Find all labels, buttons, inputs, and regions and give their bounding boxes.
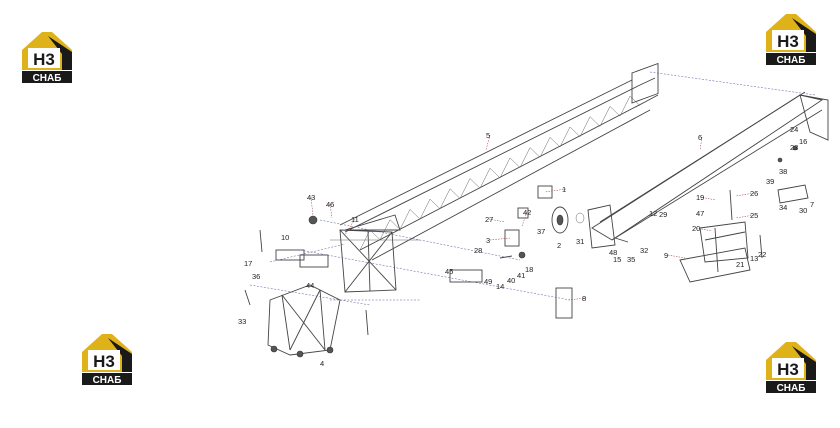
callout-43: 43 <box>307 193 315 202</box>
callout-31: 31 <box>576 237 584 246</box>
callout-36: 36 <box>252 272 260 281</box>
leader-line-43 <box>310 196 314 217</box>
callout-2: 2 <box>557 241 561 250</box>
callout-18: 18 <box>525 265 533 274</box>
leader-line-27 <box>488 218 506 223</box>
logo-top-text: H3 <box>777 360 799 379</box>
leader-line-6 <box>699 136 703 151</box>
callout-10: 10 <box>281 233 289 242</box>
callout-20: 20 <box>692 224 700 233</box>
callout-32: 32 <box>640 246 648 255</box>
logo-top-text: H3 <box>777 32 799 51</box>
callout-23: 23 <box>790 143 798 152</box>
small-parts <box>244 145 809 336</box>
leader-line-8 <box>567 297 587 301</box>
callout-28: 28 <box>474 246 482 255</box>
leader-line-9 <box>667 254 686 259</box>
logo-bottom-text: СНАБ <box>93 375 122 386</box>
callout-4: 4 <box>320 359 324 368</box>
callout-16: 16 <box>799 137 807 146</box>
callout-44: 44 <box>306 281 314 290</box>
callout-19: 19 <box>696 193 704 202</box>
callout-7: 7 <box>810 200 814 209</box>
leader-line-11 <box>344 218 356 236</box>
callout-27: 27 <box>485 215 493 224</box>
jib-foot-bracket <box>679 221 751 283</box>
callout-leaders <box>310 134 755 301</box>
callout-1: 1 <box>562 185 566 194</box>
callout-33: 33 <box>238 317 246 326</box>
assembly-lines <box>249 71 816 306</box>
callout-25: 25 <box>750 211 758 220</box>
callout-3: 3 <box>486 236 490 245</box>
callout-11: 11 <box>351 215 359 224</box>
callout-22: 22 <box>758 250 766 259</box>
logo-top-text: H3 <box>33 50 55 69</box>
callout-34: 34 <box>779 203 787 212</box>
logo-top-text: H3 <box>93 352 115 371</box>
logo-bottom-text: СНАБ <box>777 55 806 66</box>
logo-bottom-text: СНАБ <box>33 73 62 84</box>
logo-bottom-text: СНАБ <box>777 383 806 394</box>
leader-line-46 <box>329 203 333 219</box>
callout-30: 30 <box>799 206 807 215</box>
callout-6: 6 <box>698 133 702 142</box>
leader-line-1 <box>544 188 567 193</box>
sheave-wheel <box>551 206 585 234</box>
callout-24: 24 <box>790 125 798 134</box>
callout-29: 29 <box>659 210 667 219</box>
callout-8: 8 <box>582 294 586 303</box>
callout-40: 40 <box>507 276 515 285</box>
callout-14: 14 <box>496 282 504 291</box>
callout-26: 26 <box>750 189 758 198</box>
callout-41: 41 <box>517 271 525 280</box>
callout-21: 21 <box>736 260 744 269</box>
callout-13: 13 <box>750 254 758 263</box>
tower-section <box>267 284 341 358</box>
callout-37: 37 <box>537 227 545 236</box>
leader-line-20 <box>695 227 713 232</box>
lattice-boom-section <box>339 62 659 261</box>
callout-5: 5 <box>486 131 490 140</box>
callout-35: 35 <box>627 255 635 264</box>
callout-17: 17 <box>244 259 252 268</box>
callout-38: 38 <box>779 167 787 176</box>
callout-9: 9 <box>664 251 668 260</box>
callout-45: 45 <box>445 267 453 276</box>
leader-line-19 <box>699 196 717 201</box>
callout-49: 49 <box>484 277 492 286</box>
callout-46: 46 <box>326 200 334 209</box>
callout-42: 42 <box>523 208 531 217</box>
leader-line-26 <box>735 192 755 197</box>
callout-39: 39 <box>766 177 774 186</box>
callout-15: 15 <box>613 255 621 264</box>
callout-48: 48 <box>609 248 617 257</box>
leader-line-25 <box>735 214 755 219</box>
callout-12: 12 <box>649 209 657 218</box>
jib-section <box>587 91 829 249</box>
leader-line-3 <box>489 237 511 241</box>
callout-47: 47 <box>696 209 704 218</box>
boom-base-frame <box>330 214 420 293</box>
